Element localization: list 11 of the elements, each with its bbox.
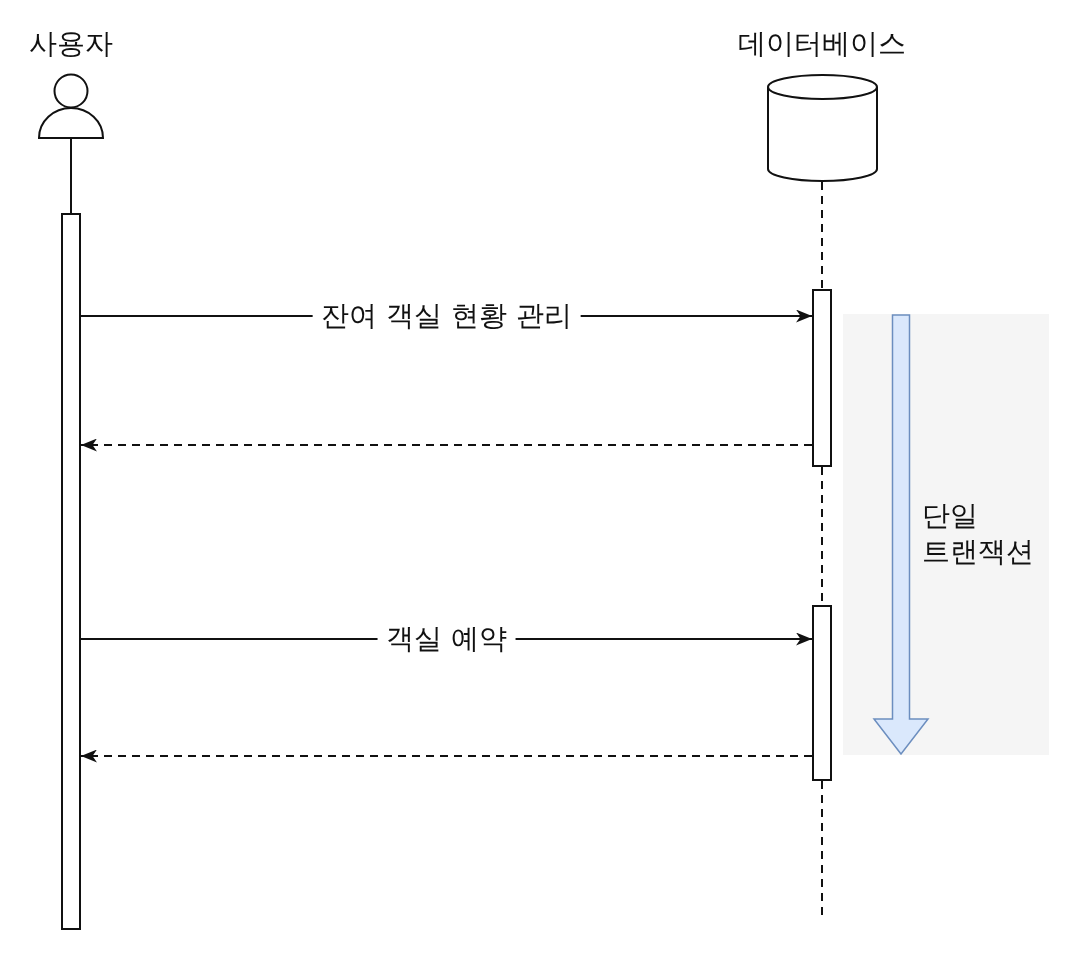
transaction-label: 단일 트랜잭션 xyxy=(922,498,1035,570)
actor-label: 사용자 xyxy=(28,26,114,62)
activation-bar xyxy=(61,213,81,930)
transaction-band xyxy=(843,314,1049,755)
activation-bar xyxy=(812,605,832,781)
dashed-arrow xyxy=(80,438,813,452)
lifeline xyxy=(821,181,823,290)
dashed-arrow xyxy=(80,749,813,763)
database-label: 데이터베이스 xyxy=(737,26,907,62)
lifeline xyxy=(70,136,72,214)
activation-bar xyxy=(812,289,832,467)
